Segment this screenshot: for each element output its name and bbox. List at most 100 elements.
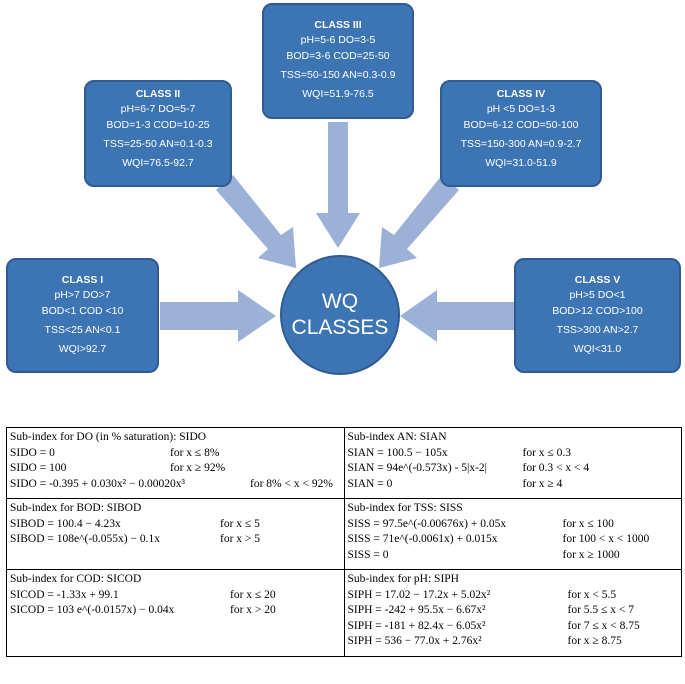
ph-formula: SIPH = -242 + 95.5x − 6.67x² (347, 604, 486, 616)
class-4-line: WQI=31.0-51.9 (485, 157, 557, 169)
an-header: Sub-index AN: SIAN (347, 431, 447, 443)
bod-condition: for x ≤ 5 (220, 517, 260, 530)
tss-formula: SISS = 97.5e^(-0.00676x) + 0.05x (347, 517, 507, 530)
class-1-line: BOD<1 COD <10 (41, 305, 124, 317)
ph-cell: Sub-index for pH: SIPH SIPH = 17.02 − 17… (343, 569, 682, 657)
do-eq-row: SIDO = 0 for x ≤ 8% (10, 446, 340, 462)
class-2-line: pH=6-7 DO=5-7 (120, 103, 196, 115)
cod-eq-row: SICOD = 103 e^(-0.0157x) − 0.04x for x > … (10, 603, 340, 619)
do-cell: Sub-index for DO (in % saturation): SIDO… (6, 427, 345, 499)
class-2-box: CLASS II pH=6-7 DO=5-7 BOD=1-3 COD=10-25… (84, 80, 232, 187)
tss-eq-row: SISS = 97.5e^(-0.00676x) + 0.05x for x ≤ … (348, 517, 678, 533)
class-3-line: BOD=3-6 COD=25-50 (286, 50, 390, 62)
class-3-line: TSS=50-150 AN=0.3-0.9 (280, 69, 396, 81)
class-4-title: CLASS IV (496, 88, 546, 100)
class-1-line: WQI>92.7 (58, 343, 107, 355)
cod-condition: for x ≤ 20 (230, 588, 276, 601)
ph-eq-row: SIPH = -181 + 82.4x − 6.05x² for 7 ≤ x < … (348, 619, 678, 635)
an-condition: for x ≥ 4 (522, 477, 563, 490)
class-1-line: TSS<25 AN<0.1 (44, 324, 121, 336)
an-condition: for x ≤ 0.3 (522, 446, 571, 459)
cod-header: Sub-index for COD: SICOD (10, 573, 142, 585)
an-eq-row: SIAN = 0 for x ≥ 4 (348, 477, 678, 493)
ph-formula: SIPH = -181 + 82.4x − 6.05x² (347, 619, 486, 632)
class-3-line: pH=5-6 DO=3-5 (300, 34, 376, 46)
an-formula: SIAN = 0 (347, 477, 393, 490)
an-eq-row: SIAN = 100.5 − 105x for x ≤ 0.3 (348, 446, 678, 462)
do-formula: SIDO = -0.395 + 0.030x² − 0.00020x³ (10, 477, 185, 490)
arrow-class-2 (216, 175, 296, 268)
class-5-line: TSS>300 AN>2.7 (556, 324, 639, 336)
an-eq-row: SIAN = 94e^(-0.573x) - 5|x-2| for 0.3 < x… (348, 461, 678, 477)
tss-condition: for x ≤ 100 (562, 517, 614, 530)
do-condition: for x ≥ 92% (170, 462, 226, 474)
bod-header: Sub-index for BOD: SIBOD (10, 502, 142, 514)
do-formula: SIDO = 100 (10, 462, 67, 474)
center-line-2: CLASSES (291, 316, 389, 339)
class-5-line: WQI<31.0 (573, 343, 622, 355)
class-4-line: pH <5 DO=1-3 (486, 103, 556, 115)
cod-formula: SICOD = 103 e^(-0.0157x) − 0.04x (10, 604, 175, 616)
class-3-title: CLASS III (314, 19, 362, 31)
class-1-box: CLASS I pH>7 DO>7 BOD<1 COD <10 TSS<25 A… (6, 258, 159, 373)
arrows-layer (160, 122, 515, 342)
cod-formula: SICOD = -1.33x + 99.1 (10, 588, 119, 601)
an-formula: SIAN = 100.5 − 105x (347, 446, 448, 459)
do-condition: for x ≤ 8% (170, 446, 220, 459)
class-5-box: CLASS V pH>5 DO<1 BOD>12 COD>100 TSS>300… (514, 258, 681, 373)
arrow-class-1 (160, 290, 276, 342)
tss-eq-row: SISS = 0 for x ≥ 1000 (348, 548, 678, 564)
ph-condition: for x < 5.5 (567, 588, 617, 601)
class-1-title: CLASS I (61, 274, 104, 286)
class-1-line: pH>7 DO>7 (54, 289, 111, 301)
bod-formula: SIBOD = 100.4 − 4.23x (10, 517, 121, 530)
tss-formula: SISS = 0 (347, 548, 389, 561)
do-condition: for 8% < x < 92% (250, 477, 333, 490)
ph-formula: SIPH = 17.02 − 17.2x + 5.02x² (347, 588, 491, 601)
do-eq-row: SIDO = -0.395 + 0.030x² − 0.00020x³ for 8… (10, 477, 340, 493)
an-cell: Sub-index AN: SIAN SIAN = 100.5 − 105x fo… (343, 427, 682, 499)
class-3-line: WQI=51.9-76.5 (302, 88, 374, 100)
wq-classes-diagram: CLASS II pH=6-7 DO=5-7 BOD=1-3 COD=10-25… (6, 3, 681, 375)
tss-header: Sub-index for TSS: SISS (347, 502, 463, 514)
ph-formula: SIPH = 536 − 77.0x + 2.76x² (347, 635, 482, 647)
an-formula: SIAN = 94e^(-0.573x) - 5|x-2| (347, 462, 487, 474)
bod-eq-row: SIBOD = 100.4 − 4.23x for x ≤ 5 (10, 517, 340, 533)
tss-condition: for 100 < x < 1000 (562, 533, 650, 545)
arrow-class-4 (379, 175, 459, 268)
class-4-line: TSS=150-300 AN=0.9-2.7 (460, 138, 582, 150)
ph-condition: for 7 ≤ x < 8.75 (567, 619, 640, 632)
table-row: Sub-index for BOD: SIBOD SIBOD = 100.4 −… (6, 498, 682, 570)
sub-index-table: Sub-index for DO (in % saturation): SIDO… (6, 427, 682, 657)
arrow-class-3 (316, 122, 360, 248)
class-2-line: WQI=76.5-92.7 (122, 157, 194, 169)
ph-eq-row: SIPH = 17.02 − 17.2x + 5.02x² for x < 5.5 (348, 588, 678, 604)
table-row: Sub-index for DO (in % saturation): SIDO… (6, 427, 682, 499)
class-2-line: BOD=1-3 COD=10-25 (106, 119, 210, 131)
class-5-line: BOD>12 COD>100 (552, 305, 643, 317)
do-formula: SIDO = 0 (10, 446, 55, 459)
an-condition: for 0.3 < x < 4 (522, 462, 590, 474)
class-2-title: CLASS II (135, 88, 181, 100)
do-eq-row: SIDO = 100 for x ≥ 92% (10, 461, 340, 477)
cod-condition: for x > 20 (230, 604, 276, 616)
cod-cell: Sub-index for COD: SICOD SICOD = -1.33x … (6, 569, 345, 657)
tss-cell: Sub-index for TSS: SISS SISS = 97.5e^(-0… (343, 498, 682, 570)
class-2-line: TSS=25-50 AN=0.1-0.3 (103, 138, 213, 150)
class-5-title: CLASS V (574, 274, 621, 286)
tss-condition: for x ≥ 1000 (562, 548, 620, 561)
table-row: Sub-index for COD: SICOD SICOD = -1.33x … (6, 569, 682, 657)
ph-eq-row: SIPH = -242 + 95.5x − 6.67x² for 5.5 ≤ x … (348, 603, 678, 619)
center-line-1: WQ (321, 290, 359, 313)
bod-cell: Sub-index for BOD: SIBOD SIBOD = 100.4 −… (6, 498, 345, 570)
ph-condition: for 5.5 ≤ x < 7 (567, 604, 634, 616)
wq-classes-circle: WQ CLASSES (280, 255, 400, 375)
ph-header: Sub-index for pH: SIPH (347, 573, 460, 585)
class-3-box: CLASS III pH=5-6 DO=3-5 BOD=3-6 COD=25-5… (262, 3, 414, 119)
class-4-line: BOD=6-12 COD=50-100 (463, 119, 579, 131)
bod-condition: for x > 5 (220, 533, 261, 545)
class-4-box: CLASS IV pH <5 DO=1-3 BOD=6-12 COD=50-10… (440, 80, 602, 187)
